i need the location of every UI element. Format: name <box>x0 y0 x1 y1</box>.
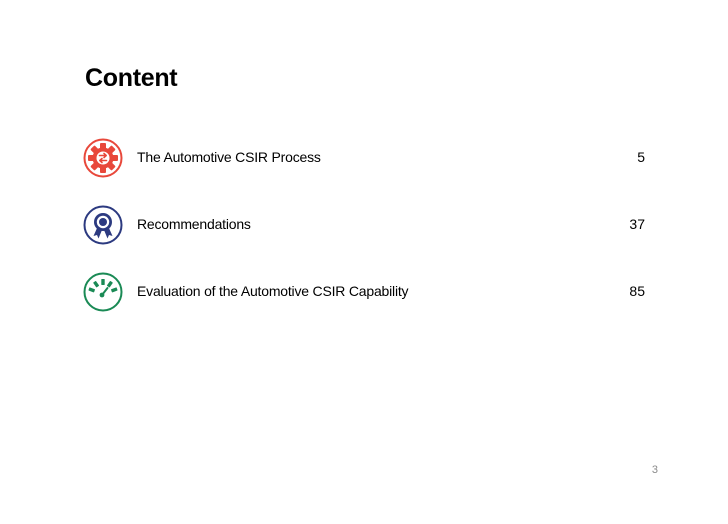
toc-entry-label: The Automotive CSIR Process <box>137 149 321 165</box>
toc-entry-page: 5 <box>637 149 645 165</box>
toc-entry-automotive-csir-process[interactable]: The Automotive CSIR Process 5 <box>83 138 647 178</box>
toc-entry-label: Evaluation of the Automotive CSIR Capabi… <box>137 283 409 299</box>
page-number: 3 <box>651 464 658 476</box>
toc-entry-recommendations[interactable]: Recommendations 37 <box>83 205 647 245</box>
toc-entry-page: 85 <box>629 283 645 299</box>
toc-entry-page: 37 <box>629 216 645 232</box>
gear-arrows-icon <box>83 138 123 178</box>
toc-entry-evaluation[interactable]: Evaluation of the Automotive CSIR Capabi… <box>83 272 647 312</box>
speedometer-icon <box>83 272 123 312</box>
award-ribbon-icon <box>83 205 123 245</box>
table-of-contents: The Automotive CSIR Process 5 Recommenda… <box>83 138 647 339</box>
toc-entry-label: Recommendations <box>137 216 251 232</box>
page-title: Content <box>85 64 178 92</box>
